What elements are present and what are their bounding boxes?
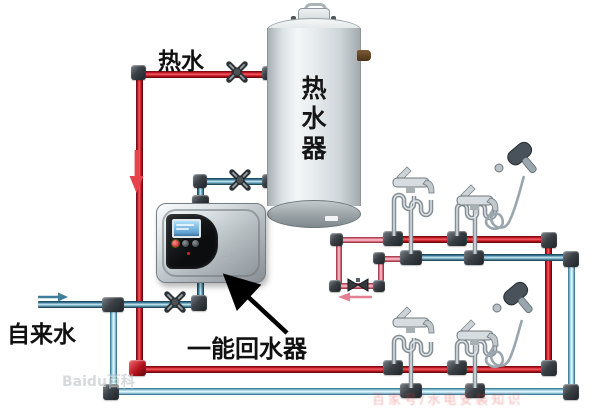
tap-water-label: 自来水: [7, 322, 76, 348]
tee-fitting: [383, 231, 403, 246]
tee-fitting: [465, 383, 485, 398]
recirculator-device: 一能: [156, 203, 266, 283]
cold-pipe-device-top: [197, 180, 204, 208]
return-pipe-to-tee: [378, 256, 412, 262]
supply-tube: [391, 334, 498, 388]
faucet-icon: [392, 166, 435, 194]
device-button: [192, 240, 199, 247]
elbow-fitting: [191, 295, 207, 311]
device-lcd-screen: [172, 219, 201, 238]
faucet-icon: [392, 306, 435, 334]
shower-hose: [484, 175, 526, 231]
shower-icon: [503, 281, 533, 314]
device-groove: [162, 209, 260, 277]
watermark-baidu: Baidu百科: [62, 374, 135, 390]
shower-hose: [484, 319, 524, 369]
elbow-fitting: [330, 233, 343, 246]
faucet-icon: [456, 184, 499, 212]
heater-bottom: [267, 200, 361, 228]
hot-pipe-top: [142, 71, 274, 78]
heater-label-char: 热: [301, 74, 327, 103]
cold-pipe-bottom: [112, 388, 572, 395]
valve-icon: [164, 291, 186, 313]
device-inlet-fitting: [192, 195, 209, 205]
tee-fitting: [383, 360, 403, 375]
hot-pipe-left-vertical: [136, 71, 143, 372]
hot-water-label: 热水: [158, 49, 204, 75]
upper-bathroom-fixtures: [391, 141, 537, 254]
elbow-fitting: [329, 280, 341, 292]
lower-bathroom-fixtures: [391, 281, 533, 388]
return-pipe-upper-segment: [336, 237, 398, 243]
flow-arrow-down-icon: [129, 150, 144, 193]
tee-fitting: [464, 250, 484, 265]
tee-fitting: [400, 250, 422, 265]
heater-body: [267, 28, 361, 206]
cold-pipe-left-vertical: [110, 303, 117, 393]
check-valve-icon: [347, 278, 369, 292]
heater-label-char: 水: [301, 104, 327, 133]
heater-rating-label: [325, 216, 338, 221]
cold-pipe-upper-branch: [408, 254, 571, 261]
tee-fitting: [447, 360, 467, 375]
elbow-fitting: [129, 360, 146, 376]
elbow-fitting: [563, 251, 579, 267]
elbow-fitting: [193, 174, 207, 188]
heater-relief-spigot: [357, 50, 371, 61]
valve-icon: [226, 61, 248, 83]
shower-bracket: [492, 303, 502, 313]
elbow-fitting: [541, 360, 557, 376]
elbow-fitting: [541, 232, 557, 248]
tee-fitting: [400, 383, 422, 398]
return-pipe-rise-right: [378, 259, 384, 287]
shower-icon: [507, 141, 537, 174]
cold-pipe-device-bottom: [197, 278, 204, 306]
flow-arrow-left-icon: [338, 292, 372, 302]
cold-pipe-right-vertical: [568, 257, 575, 391]
hot-pipe-bottom: [136, 366, 552, 373]
elbow-fitting: [103, 384, 119, 400]
heater-label: 热 水 器: [300, 74, 328, 164]
elbow-fitting: [131, 65, 146, 80]
watermark-baijiahao: 百家号/水电安装知识: [372, 393, 524, 408]
annotation-arrow: [222, 273, 289, 335]
hot-pipe-right-vertical: [545, 240, 552, 368]
heater-label-char: 器: [301, 134, 327, 163]
return-pipe-drop-left: [336, 242, 342, 286]
flow-arrow-right-icon: [38, 292, 68, 302]
elbow-fitting: [373, 280, 385, 292]
faucet-icon: [456, 319, 499, 347]
device-indicator-light: [187, 252, 190, 255]
return-device-label: 一能回水器: [187, 335, 307, 363]
tee-fitting: [447, 231, 467, 246]
valve-icon: [229, 169, 251, 191]
water-heater-tank: 热 水 器: [266, 2, 374, 230]
elbow-fitting: [563, 384, 579, 400]
shower-bracket: [494, 163, 504, 173]
elbow-fitting: [373, 252, 385, 264]
device-brand-label: 一能: [222, 253, 238, 261]
tee-fitting: [102, 297, 124, 312]
hot-pipe-upper-branch: [396, 236, 548, 243]
device-button: [182, 240, 189, 247]
device-power-button: [172, 240, 179, 247]
